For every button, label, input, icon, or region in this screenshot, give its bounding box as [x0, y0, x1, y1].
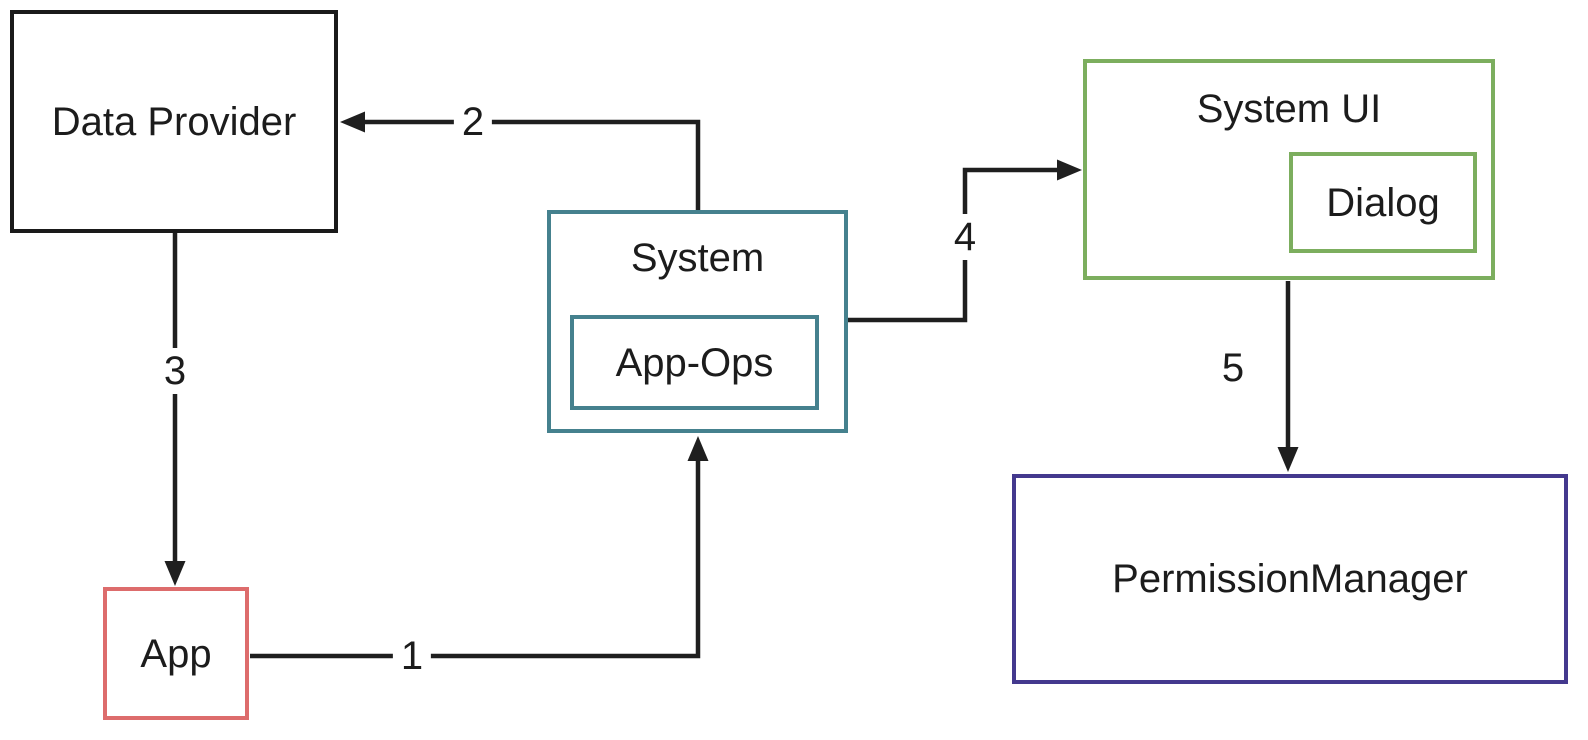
edge-label-5: 5	[1213, 345, 1253, 391]
node-permission-manager-label: PermissionManager	[1112, 557, 1468, 601]
node-app-ops-label: App-Ops	[615, 340, 774, 385]
node-app: App	[103, 587, 249, 720]
node-dialog: Dialog	[1289, 152, 1477, 253]
edge-label-3: 3	[155, 348, 195, 394]
node-system-label: System	[630, 236, 765, 280]
arrow-2	[340, 111, 701, 212]
edge-label-2: 2	[453, 99, 493, 145]
node-data-provider-label: Data Provider	[51, 99, 297, 144]
arrow-3	[164, 232, 186, 586]
edge-label-4: 4	[945, 214, 985, 260]
node-data-provider: Data Provider	[10, 10, 338, 233]
node-system-ui-label: System UI	[1196, 87, 1382, 131]
arrow-5	[1277, 281, 1299, 472]
node-dialog-label: Dialog	[1326, 180, 1440, 225]
node-permission-manager: PermissionManager	[1012, 474, 1568, 684]
arrow-1	[250, 436, 709, 659]
node-app-label: App	[140, 631, 212, 676]
edge-label-1: 1	[392, 633, 432, 679]
node-app-ops: App-Ops	[570, 315, 819, 410]
